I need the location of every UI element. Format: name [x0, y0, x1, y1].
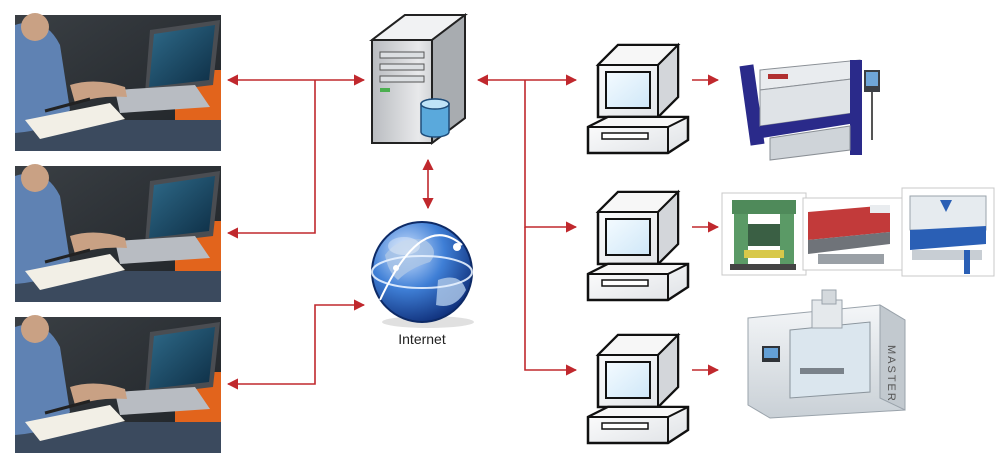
connector-lines	[226, 74, 720, 390]
internet-label: Internet	[398, 331, 446, 347]
computer-terminal-icon-1	[586, 43, 690, 155]
workstation-photo-2	[13, 162, 223, 304]
cnc-machining-center-icon: MASTER	[747, 289, 906, 419]
workstation-photo-1	[13, 11, 223, 153]
workstation-photo-3	[13, 313, 223, 455]
press-brake-icon	[739, 59, 880, 161]
computer-terminal-icon-2	[586, 190, 690, 302]
globe-icon	[371, 221, 474, 328]
press-and-shears-icon	[721, 187, 995, 277]
machine-brand-text: MASTER	[885, 345, 897, 403]
computer-terminal-icon-3	[586, 333, 690, 445]
database-server-icon	[369, 12, 468, 146]
